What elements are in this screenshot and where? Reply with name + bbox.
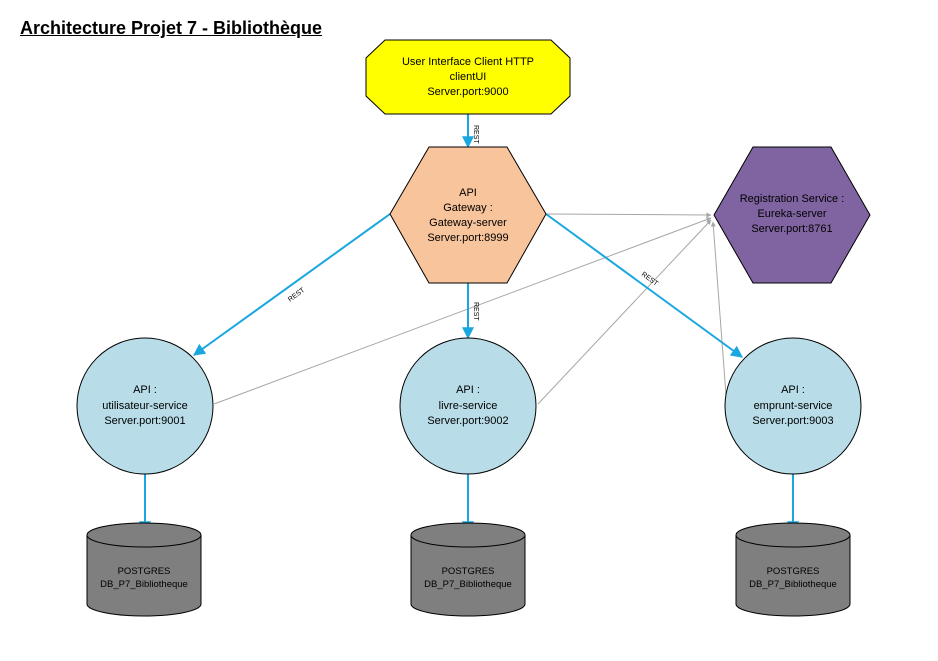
link-emprunt-registry bbox=[710, 221, 727, 396]
db-livre-cylinder: POSTGRES DB_P7_Bibliotheque bbox=[410, 522, 526, 617]
emprunt-line-2: emprunt-service bbox=[754, 400, 833, 412]
utilisateur-line-2: utilisateur-service bbox=[102, 400, 188, 412]
client-ui-node: User Interface Client HTTP clientUI Serv… bbox=[365, 39, 571, 115]
client-line-3: Server.port:9000 bbox=[427, 86, 508, 98]
db1-line-2: DB_P7_Bibliotheque bbox=[100, 579, 188, 590]
rest-arrows bbox=[139, 114, 799, 534]
livre-line-1: API : bbox=[456, 384, 480, 396]
livre-line-2: livre-service bbox=[439, 400, 498, 412]
livre-line-3: Server.port:9002 bbox=[427, 415, 508, 427]
gateway-line-2: Gateway : bbox=[443, 202, 493, 214]
arrow-gateway-utilisateur bbox=[193, 213, 391, 356]
utilisateur-service-node: API : utilisateur-service Server.port:90… bbox=[76, 337, 214, 475]
link-livre-registry bbox=[537, 219, 712, 405]
gateway-line-4: Server.port:8999 bbox=[427, 232, 508, 244]
gateway-line-3: Gateway-server bbox=[429, 217, 507, 229]
registry-line-2: Eureka-server bbox=[757, 208, 826, 220]
db3-line-1: POSTGRES bbox=[767, 566, 820, 577]
emprunt-service-node: API : emprunt-service Server.port:9003 bbox=[724, 337, 862, 475]
registry-node: Registration Service : Eureka-server Ser… bbox=[713, 146, 871, 284]
db-utilisateur-cylinder: POSTGRES DB_P7_Bibliotheque bbox=[86, 522, 202, 617]
link-utilisateur-registry bbox=[213, 217, 712, 405]
db3-line-2: DB_P7_Bibliotheque bbox=[749, 579, 837, 590]
registry-line-1: Registration Service : bbox=[740, 193, 845, 205]
registry-links bbox=[213, 212, 727, 405]
client-line-2: clientUI bbox=[450, 71, 487, 83]
db2-line-2: DB_P7_Bibliotheque bbox=[424, 579, 512, 590]
rest-label-gateway-utilisateur: REST bbox=[287, 287, 307, 304]
db2-line-1: POSTGRES bbox=[442, 566, 495, 577]
client-line-1: User Interface Client HTTP bbox=[402, 56, 534, 68]
emprunt-line-3: Server.port:9003 bbox=[752, 415, 833, 427]
link-gateway-registry bbox=[545, 212, 712, 218]
db-emprunt-cylinder: POSTGRES DB_P7_Bibliotheque bbox=[735, 522, 851, 617]
db1-line-1: POSTGRES bbox=[118, 566, 171, 577]
arrow-gateway-emprunt bbox=[545, 213, 743, 358]
registry-line-3: Server.port:8761 bbox=[751, 223, 832, 235]
livre-service-node: API : livre-service Server.port:9002 bbox=[399, 337, 537, 475]
utilisateur-line-3: Server.port:9001 bbox=[104, 415, 185, 427]
gateway-line-1: API bbox=[459, 187, 477, 199]
rest-label-gateway-livre: REST bbox=[472, 302, 479, 321]
gateway-node: API Gateway : Gateway-server Server.port… bbox=[389, 146, 547, 284]
utilisateur-line-1: API : bbox=[133, 384, 157, 396]
page-title: Architecture Projet 7 - Bibliothèque bbox=[20, 18, 323, 38]
rest-label-client-gateway: REST bbox=[472, 125, 479, 144]
emprunt-line-1: API : bbox=[781, 384, 805, 396]
